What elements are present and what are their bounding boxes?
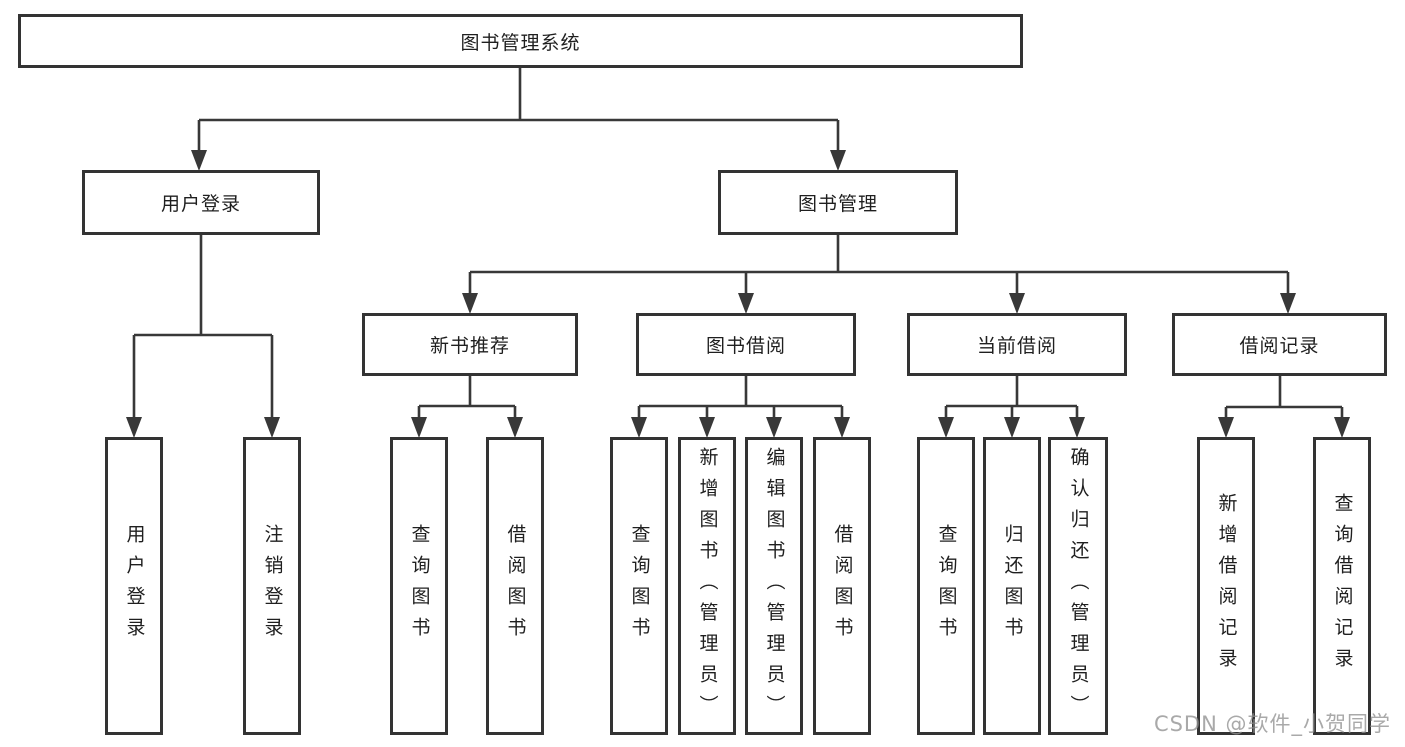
leaf-user-login-label: 用户登录 xyxy=(123,524,146,648)
node-new-book-recommend: 新书推荐 xyxy=(362,313,578,376)
connector-current-borrow xyxy=(944,376,1079,419)
leaf-borrow-books-newrec: 借阅图书 xyxy=(486,437,544,735)
node-root-label: 图书管理系统 xyxy=(460,31,581,54)
connector-book-borrow xyxy=(637,376,844,419)
leaf-query-books-borrow: 查询图书 xyxy=(610,437,668,735)
leaf-confirm-return-admin: 确认归还（管理员） xyxy=(1048,437,1108,735)
node-borrow-records-label: 借阅记录 xyxy=(1239,335,1320,357)
node-book-management-label: 图书管理 xyxy=(797,193,878,215)
node-book-borrow-label: 图书借阅 xyxy=(705,335,786,357)
node-book-borrow: 图书借阅 xyxy=(636,313,856,376)
leaf-edit-books-admin-label: 编辑图书（管理员） xyxy=(763,446,786,726)
leaf-logout-label: 注销登录 xyxy=(261,524,284,648)
leaf-return-books: 归还图书 xyxy=(983,437,1041,735)
leaf-add-borrow-record-label: 新增借阅记录 xyxy=(1215,493,1238,679)
node-user-login: 用户登录 xyxy=(82,170,320,235)
leaf-query-borrow-record-label: 查询借阅记录 xyxy=(1331,493,1354,679)
node-root-system: 图书管理系统 xyxy=(18,14,1023,68)
leaf-confirm-return-admin-label: 确认归还（管理员） xyxy=(1067,446,1090,726)
leaf-edit-books-admin: 编辑图书（管理员） xyxy=(745,437,803,735)
leaf-user-login: 用户登录 xyxy=(105,437,163,735)
node-user-login-label: 用户登录 xyxy=(160,193,241,215)
leaf-query-borrow-record: 查询借阅记录 xyxy=(1313,437,1371,735)
csdn-watermark: CSDN @软件_小贺同学 xyxy=(1153,712,1391,736)
leaf-add-books-admin: 新增图书（管理员） xyxy=(678,437,736,735)
leaf-query-books-borrow-label: 查询图书 xyxy=(628,524,651,648)
leaf-query-books-current-label: 查询图书 xyxy=(935,524,958,648)
node-borrow-records: 借阅记录 xyxy=(1172,313,1387,376)
node-current-borrow: 当前借阅 xyxy=(907,313,1127,376)
connector-root xyxy=(197,68,840,152)
node-book-management: 图书管理 xyxy=(718,170,958,235)
leaf-borrow-books-borrow: 借阅图书 xyxy=(813,437,871,735)
connector-new-book xyxy=(417,376,517,419)
node-new-book-recommend-label: 新书推荐 xyxy=(429,335,510,357)
leaf-add-books-admin-label: 新增图书（管理员） xyxy=(696,446,719,726)
leaf-return-books-label: 归还图书 xyxy=(1001,524,1024,648)
leaf-query-books-current: 查询图书 xyxy=(917,437,975,735)
leaf-add-borrow-record: 新增借阅记录 xyxy=(1197,437,1255,735)
connector-user-login xyxy=(132,235,274,419)
node-current-borrow-label: 当前借阅 xyxy=(976,335,1057,357)
leaf-borrow-books-borrow-label: 借阅图书 xyxy=(831,524,854,648)
connector-borrow-records xyxy=(1224,376,1344,419)
leaf-borrow-books-newrec-label: 借阅图书 xyxy=(504,524,527,648)
leaf-query-books-newrec-label: 查询图书 xyxy=(408,524,431,648)
leaf-logout: 注销登录 xyxy=(243,437,301,735)
connector-book-management xyxy=(468,235,1290,296)
leaf-query-books-newrec: 查询图书 xyxy=(390,437,448,735)
